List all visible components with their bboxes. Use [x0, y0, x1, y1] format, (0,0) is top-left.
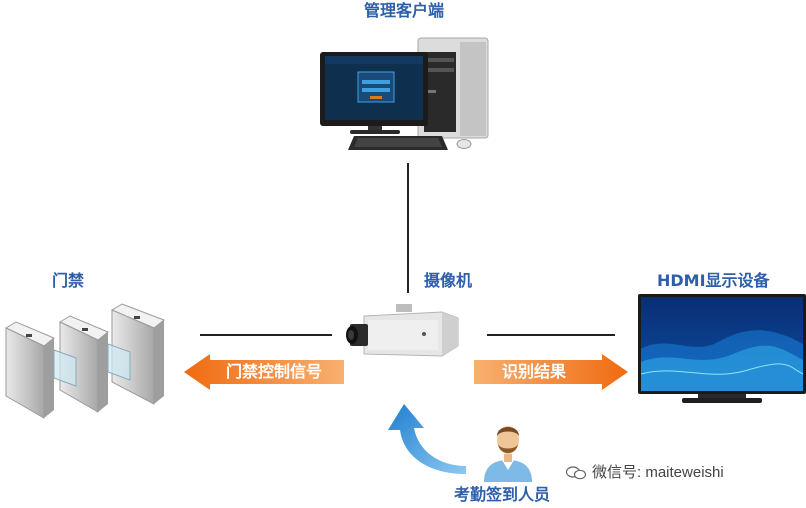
- capture-arrow: [388, 404, 466, 474]
- connector-camera-gate: [200, 334, 332, 336]
- node-label-staff: 考勤签到人员: [454, 485, 551, 504]
- connector-client-camera: [407, 163, 409, 293]
- desktop-computer-icon: [320, 37, 489, 150]
- connector-camera-hdmi: [487, 334, 615, 336]
- ip-camera-icon: [346, 304, 459, 357]
- person-icon: [484, 426, 532, 482]
- gate-signal-label: 门禁控制信号: [226, 362, 323, 381]
- wechat-icon: [566, 466, 586, 480]
- tv-display-icon: [638, 294, 806, 403]
- turnstile-gate-icon: [4, 303, 165, 419]
- node-label-gate: 门禁: [52, 271, 85, 290]
- result-label: 识别结果: [502, 362, 567, 381]
- node-label-client: 管理客户端: [364, 1, 445, 20]
- result-arrow: [474, 354, 628, 390]
- node-label-hdmi: HDMI显示设备: [657, 271, 770, 290]
- watermark-text: 微信号: maiteweishi: [592, 464, 724, 481]
- gate-signal-arrow: [184, 354, 344, 390]
- node-label-camera: 摄像机: [424, 271, 473, 290]
- watermark: 微信号: maiteweishi: [566, 461, 724, 482]
